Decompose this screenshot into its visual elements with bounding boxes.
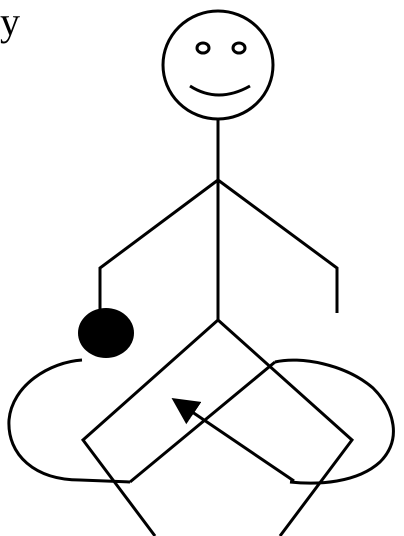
direction-arrow: [176, 401, 294, 481]
left-eye: [197, 43, 209, 53]
head-outline: [163, 11, 273, 119]
smile-mouth: [190, 86, 250, 95]
left-arm: [100, 180, 218, 310]
right-arm: [218, 180, 337, 313]
right-leg: [218, 320, 352, 536]
black-ball: [78, 308, 134, 358]
head: [163, 11, 273, 119]
right-eye: [233, 43, 245, 53]
left-loop: [9, 360, 130, 482]
